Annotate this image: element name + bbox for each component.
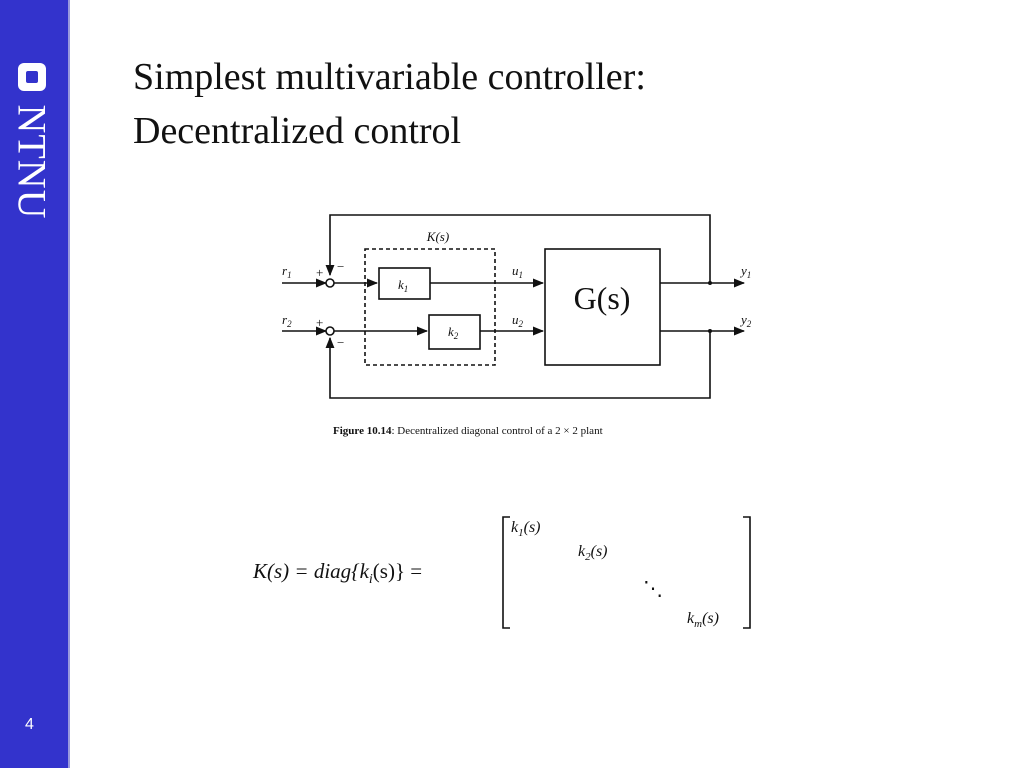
page-number: 4: [25, 716, 34, 733]
controller-block-1: [378, 267, 431, 300]
plant-label: G(s): [574, 280, 631, 316]
ntnu-logo-icon: [18, 63, 46, 91]
input-2-label: u2: [512, 312, 524, 329]
ntnu-logo-text: NTNU: [9, 104, 55, 220]
decentralized-controller-formula: K(s) = diag{ki(s)} = k1(s) k2(s) ⋱ km(s): [252, 516, 751, 630]
sum-2-plus: +: [316, 315, 323, 330]
slide-title-line-1: Simplest multivariable controller:: [133, 56, 646, 98]
feedback-path-2: [325, 331, 711, 399]
ref-2-label: r2: [282, 312, 292, 329]
slide-title: Simplest multivariable controller: Decen…: [133, 50, 646, 158]
matrix-entry-1: k1(s): [511, 519, 541, 539]
feedback-path-1: [325, 214, 711, 283]
matrix-entry-2: k2(s): [578, 543, 608, 563]
sum-1-minus: −: [337, 259, 344, 274]
summing-junction-2: [325, 326, 335, 336]
matrix-right-bracket: [743, 516, 751, 629]
controller-2-label: k2: [448, 324, 459, 341]
input-1-label: u1: [512, 263, 523, 280]
matrix-left-bracket: [502, 516, 510, 629]
summing-junction-1: [325, 278, 335, 288]
matrix-entry-m: km(s): [687, 610, 719, 630]
slide-title-line-2: Decentralized control: [133, 110, 462, 152]
controller-boundary: [364, 248, 496, 366]
sidebar-divider: [68, 0, 70, 768]
formula-lhs: K(s) = diag{ki(s)} =: [252, 559, 422, 587]
figure-caption: Figure 10.14: Decentralized diagonal con…: [333, 425, 603, 437]
controller-1-label: k1: [398, 277, 408, 294]
controller-block-2: [428, 314, 481, 350]
matrix-diagonal-dots: ⋱: [643, 578, 663, 600]
block-diagram: K(s) k1 k2 G(s) r1 r2 + − + − u1 u2 y1 y…: [282, 214, 752, 437]
output-1-label: y1: [739, 263, 751, 280]
sidebar: NTNU 4: [0, 0, 68, 768]
controller-label: K(s): [426, 229, 449, 244]
ref-1-label: r1: [282, 263, 292, 280]
sum-2-minus: −: [337, 335, 344, 350]
sum-1-plus: +: [316, 265, 323, 280]
plant-block: [544, 248, 661, 366]
output-2-label: y2: [739, 312, 752, 329]
